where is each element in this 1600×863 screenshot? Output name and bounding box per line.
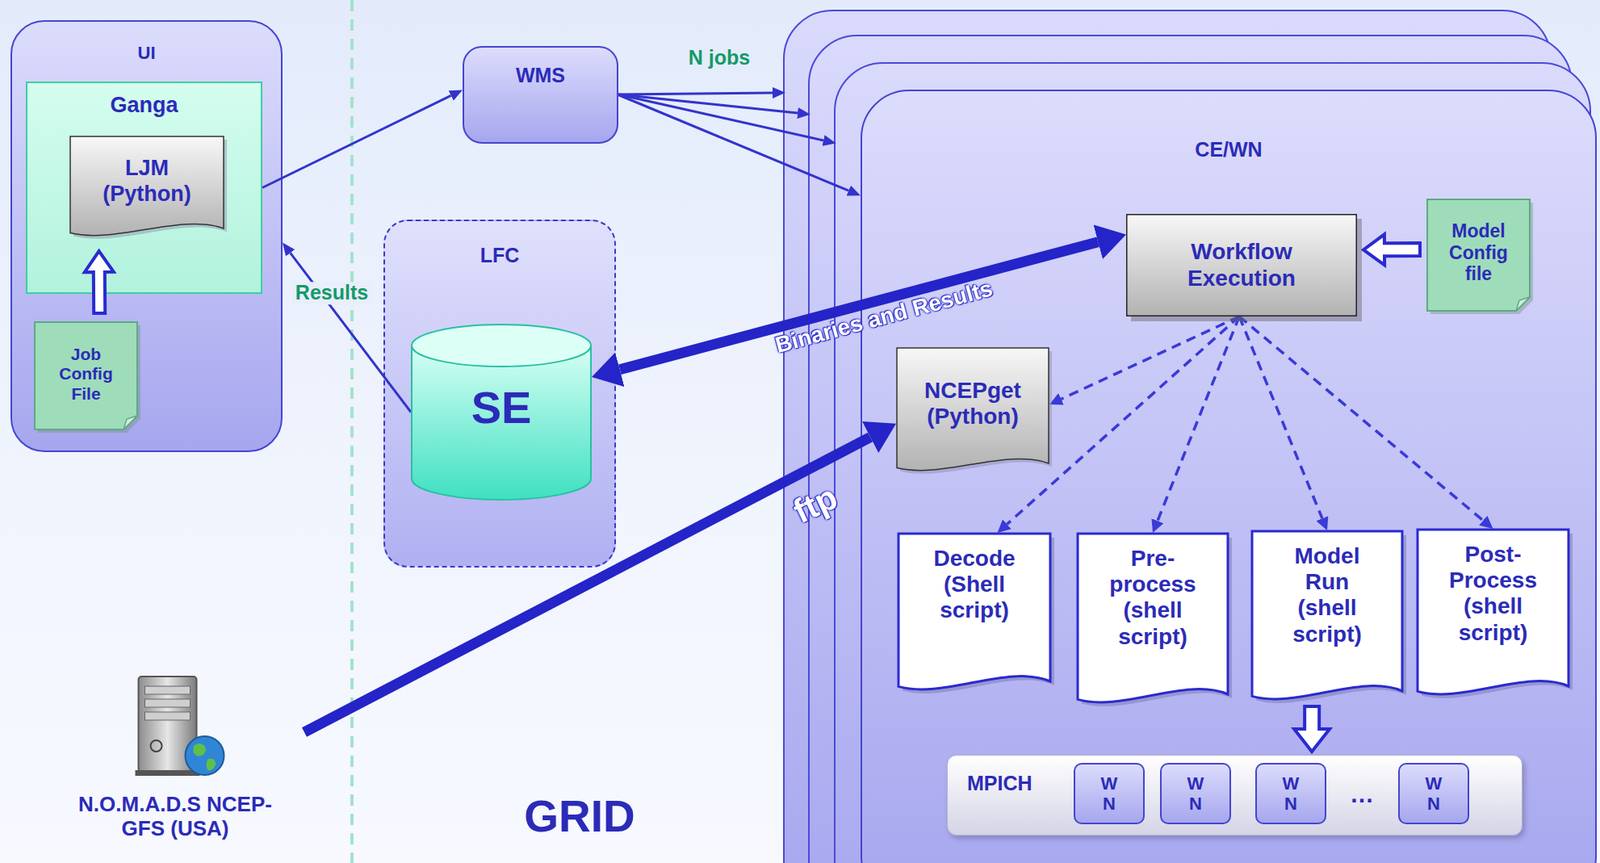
ui-panel: UI GangaLJM (Python) Job Config File — [10, 20, 283, 453]
note-outline — [1427, 199, 1530, 311]
ellipsis-mark: … — [1349, 780, 1374, 808]
connector-arrow — [1239, 316, 1323, 519]
node-label: Model Config file — [1434, 220, 1524, 285]
connector-arrow — [1157, 316, 1240, 521]
node-label: Model Run (shell script) — [1274, 543, 1380, 648]
worker-node-box: W N — [1398, 762, 1470, 825]
worker-node-box: W N — [1073, 762, 1145, 825]
node-label: N.O.M.A.D.S NCEP-GFS (USA) — [78, 792, 273, 842]
document-outline — [1252, 531, 1403, 700]
connector-arrow — [619, 242, 1098, 370]
compute-element-panel: CE/WN Workflow Execution Model Config file… — [860, 89, 1597, 863]
connector-arrow — [1006, 316, 1240, 524]
node-label: WMS — [480, 63, 602, 88]
document-outline — [70, 136, 224, 236]
wms-box: WMS — [462, 46, 619, 144]
worker-node-box: W N — [1255, 762, 1327, 825]
box-outline — [1126, 214, 1358, 317]
note-fold — [1516, 297, 1530, 311]
block-arrow — [84, 251, 114, 314]
job-arrow — [618, 94, 798, 114]
connector-arrow — [290, 252, 411, 412]
document-outline — [1077, 533, 1228, 703]
globe-land — [193, 743, 217, 771]
server-icon — [135, 676, 225, 776]
job-arrow — [618, 92, 773, 95]
drive-slot — [145, 686, 191, 695]
node-label: NCEPget (Python) — [904, 377, 1042, 430]
connector-arrow — [618, 95, 849, 192]
shell-script-doc: Pre- process (shell script) — [1076, 532, 1229, 708]
server-node: N.O.M.A.D.S NCEP-GFS (USA) — [46, 670, 305, 848]
cylinder-top — [411, 324, 591, 367]
python-script-doc: LJM (Python) — [69, 135, 225, 240]
node-label: LJM (Python) — [94, 155, 200, 206]
node-label: W N — [1280, 773, 1302, 815]
node-label: W N — [1098, 773, 1120, 815]
note-fold — [123, 415, 138, 430]
server-base — [135, 770, 201, 776]
mpich-bar: MPICHW NW NW NW N — [946, 754, 1523, 836]
shell-script-doc: Decode (Shell script) — [897, 532, 1052, 695]
node-label: Decode (Shell script) — [921, 545, 1027, 625]
grid-boundary — [350, 0, 354, 863]
node-label: LFC — [385, 243, 615, 268]
node-label: Post- Process (shell script) — [1440, 541, 1546, 646]
node-label: Job Config File — [46, 344, 127, 403]
drive-slot — [145, 712, 191, 721]
connector-arrow — [1239, 316, 1483, 521]
node-label: Workflow Execution — [1144, 238, 1339, 291]
drive-slot — [145, 699, 191, 708]
document-outline — [1417, 529, 1569, 695]
cylinder-body — [411, 345, 591, 500]
job-arrow — [618, 94, 824, 141]
node-label: W N — [1423, 773, 1445, 815]
node-label: SE — [436, 381, 566, 434]
node-label: UI — [12, 42, 281, 63]
grid-caption: GRID — [523, 791, 636, 842]
python-script-doc: NCEPget (Python) — [896, 347, 1050, 475]
node-label: Pre- process (shell script) — [1100, 545, 1206, 650]
document-outline — [896, 347, 1049, 471]
workflow-box: Workflow Execution — [1126, 213, 1358, 317]
node-label: CE/WN — [862, 138, 1596, 162]
connector-arrow — [304, 436, 871, 733]
connector-arrow — [1061, 316, 1240, 399]
note-outline — [34, 322, 138, 430]
edge-label: N jobs — [688, 46, 750, 70]
connector-arrow — [262, 95, 452, 188]
node-label: W N — [1185, 773, 1207, 815]
config-file-note: Job Config File — [33, 321, 139, 431]
storage-cylinder: SE — [410, 324, 592, 500]
lfc-region: LFC SE — [383, 219, 616, 568]
block-arrow — [1294, 706, 1330, 752]
shell-script-doc: Post- Process (shell script) — [1416, 528, 1570, 700]
power-button — [150, 740, 163, 752]
globe — [185, 736, 225, 775]
node-label: Ganga — [27, 92, 261, 118]
worker-node-box: W N — [1160, 762, 1232, 825]
document-outline — [898, 533, 1051, 690]
edge-label: Results — [292, 281, 372, 305]
block-arrow — [1363, 234, 1420, 265]
config-file-note: Model Config file — [1426, 198, 1531, 312]
ganga-panel: GangaLJM (Python) — [25, 81, 263, 294]
shell-script-doc: Model Run (shell script) — [1251, 530, 1404, 704]
